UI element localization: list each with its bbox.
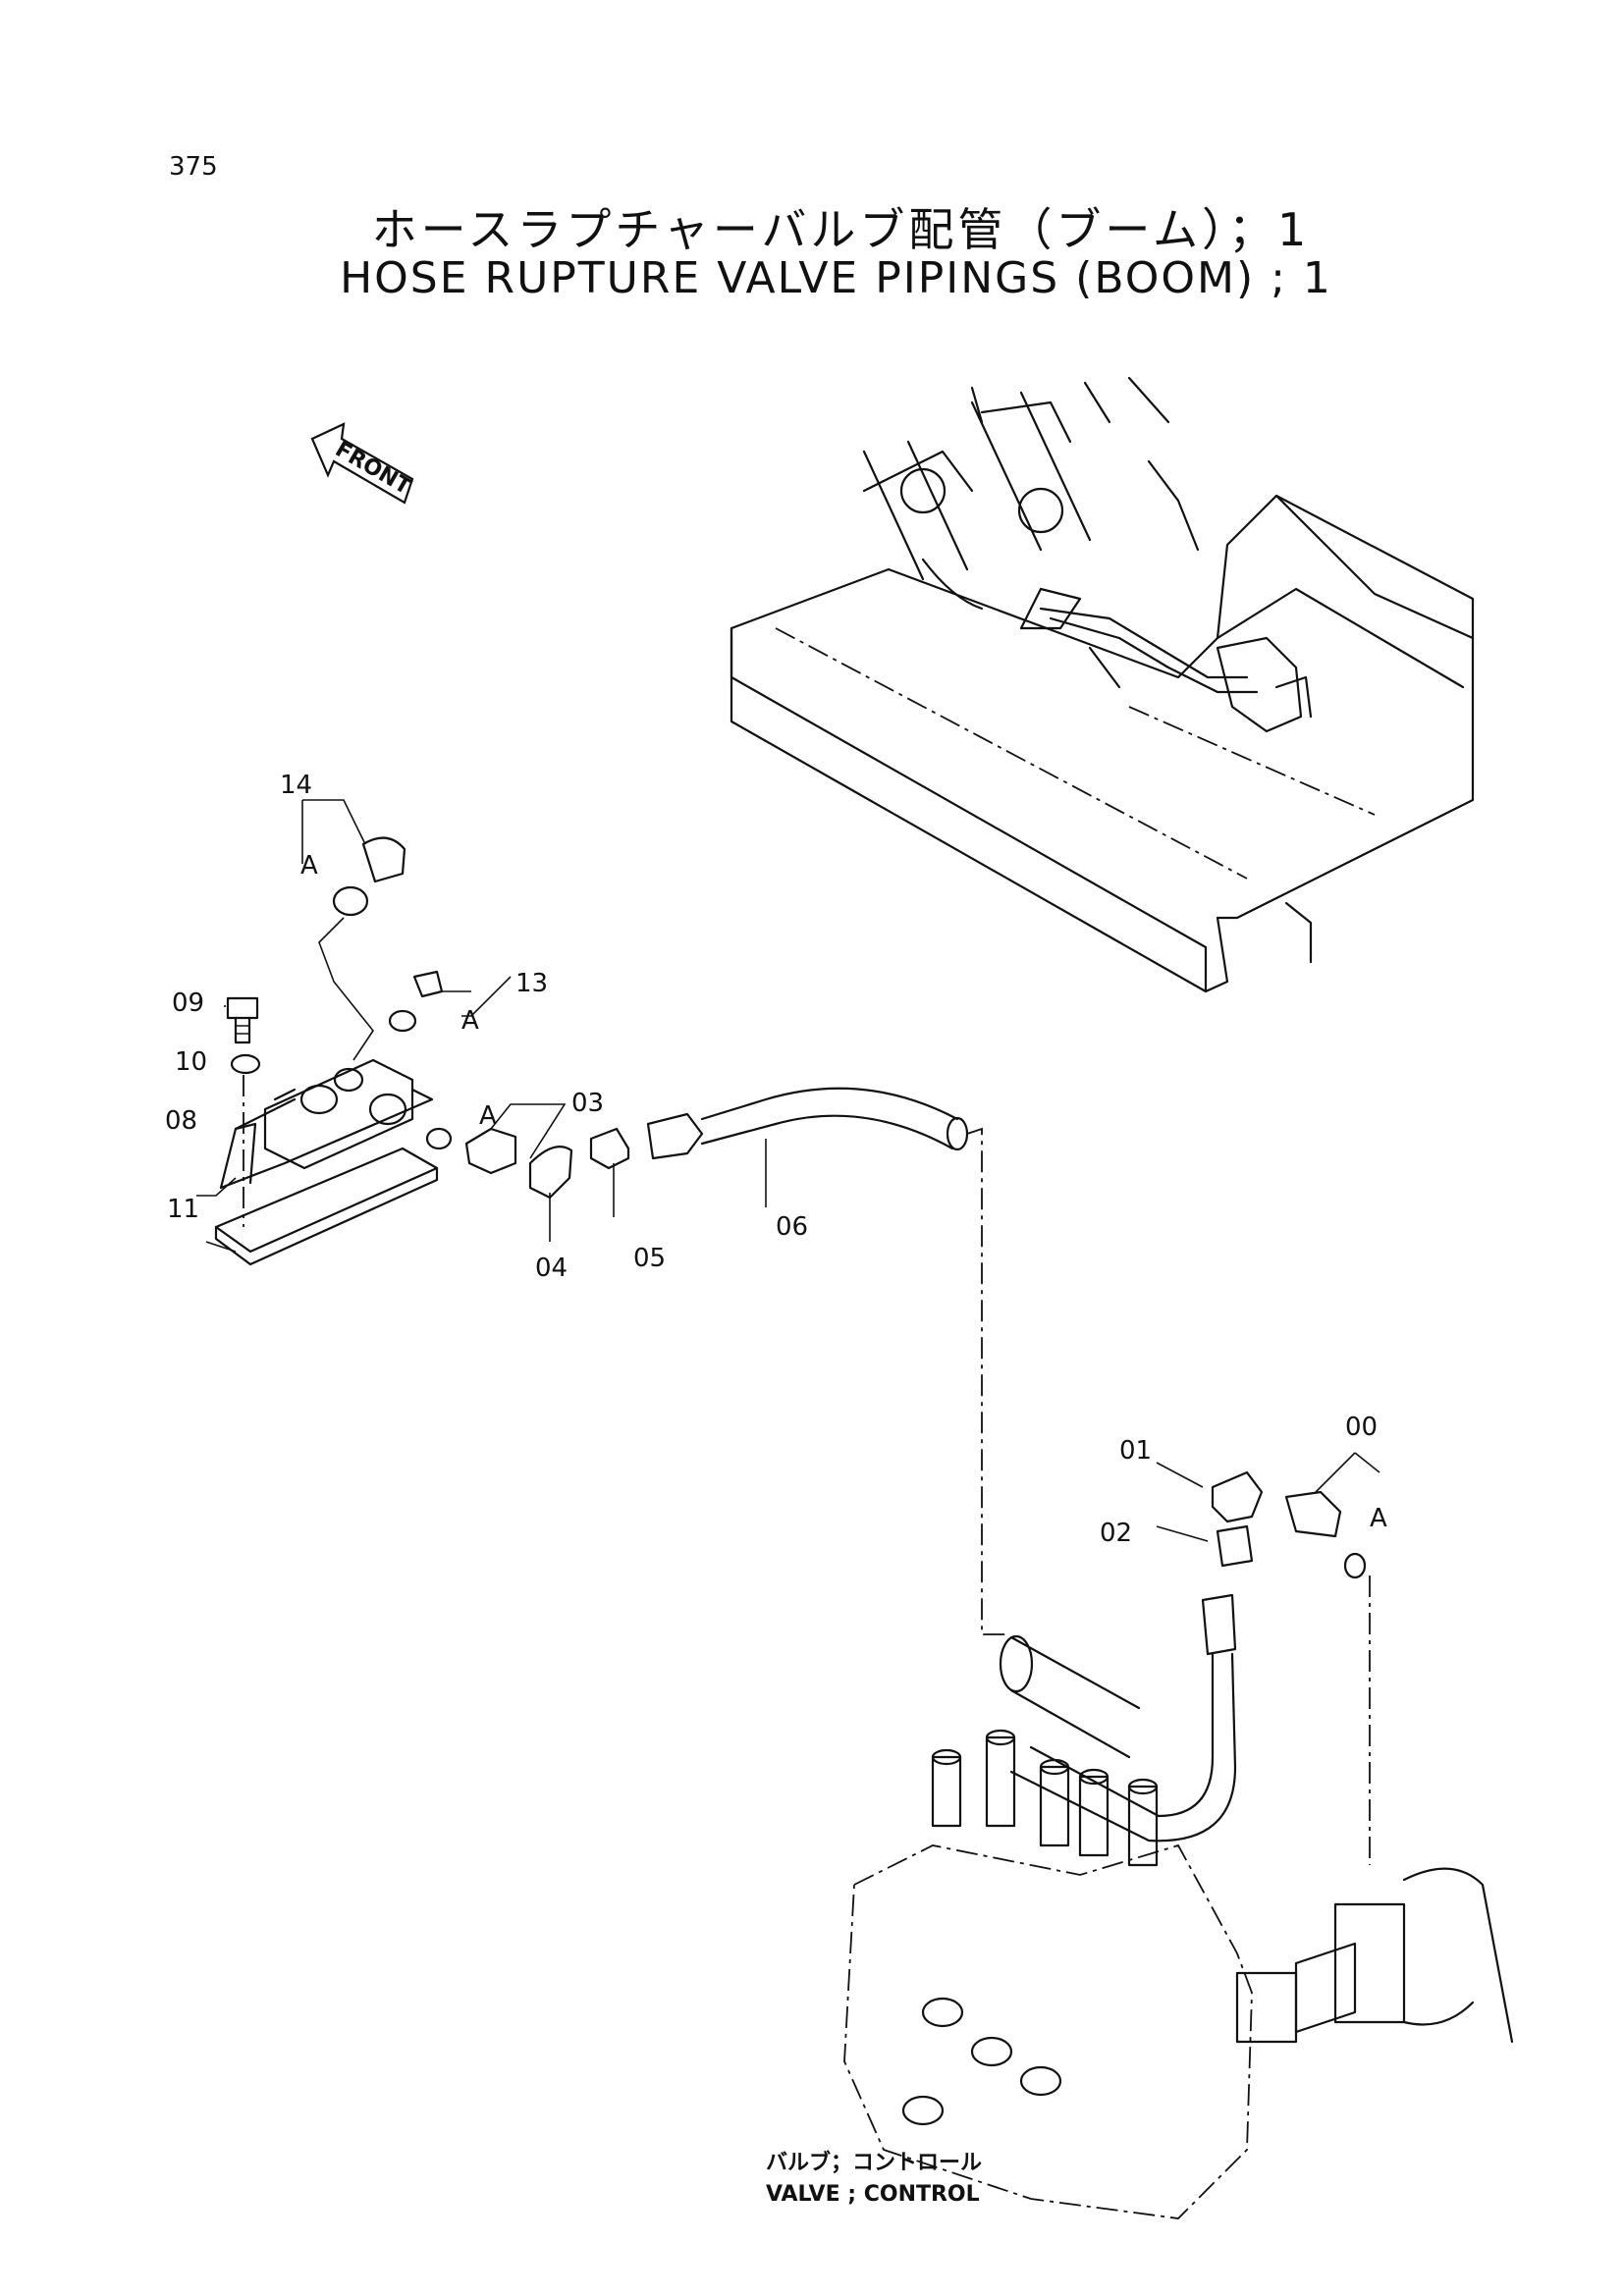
callout-00: 00 <box>1345 1413 1378 1442</box>
machine-frame-illustration <box>730 376 1475 993</box>
lower-fittings <box>999 1470 1367 1842</box>
callout-04: 04 <box>535 1254 568 1283</box>
callout-08: 08 <box>165 1106 197 1136</box>
callout-a-14: A <box>300 851 318 881</box>
page-title-japanese: ホースラプチャーバルブ配管（ブーム）；1 <box>371 203 1311 256</box>
front-arrow-label: FRONT <box>331 437 414 500</box>
page-title-english: HOSE RUPTURE VALVE PIPINGS (BOOM) ; 1 <box>340 253 1332 303</box>
callout-01: 01 <box>1119 1436 1152 1466</box>
callout-11: 11 <box>167 1195 199 1224</box>
callout-13: 13 <box>515 969 548 998</box>
caption-english: VALVE ; CONTROL <box>766 2182 980 2207</box>
page-number: 375 <box>169 152 218 182</box>
callout-05: 05 <box>633 1244 666 1273</box>
callout-a-13: A <box>461 1006 479 1036</box>
callout-06: 06 <box>776 1212 808 1242</box>
pipe-route-dashed <box>966 1127 1371 1865</box>
callout-09: 09 <box>172 988 204 1018</box>
callout-02: 02 <box>1100 1519 1132 1548</box>
caption-japanese: バルブ；コントロール <box>766 2150 982 2175</box>
callout-10: 10 <box>175 1047 207 1077</box>
callout-leaders <box>196 799 1380 1542</box>
callout-14: 14 <box>280 771 312 800</box>
callout-a-03: A <box>479 1101 497 1131</box>
callout-a-00: A <box>1370 1504 1387 1533</box>
front-arrow-icon: FRONT <box>310 422 414 505</box>
hose-rupture-valve-assembly <box>214 836 969 1266</box>
control-valve-illustration <box>843 1729 1514 2219</box>
callout-03: 03 <box>571 1089 604 1118</box>
